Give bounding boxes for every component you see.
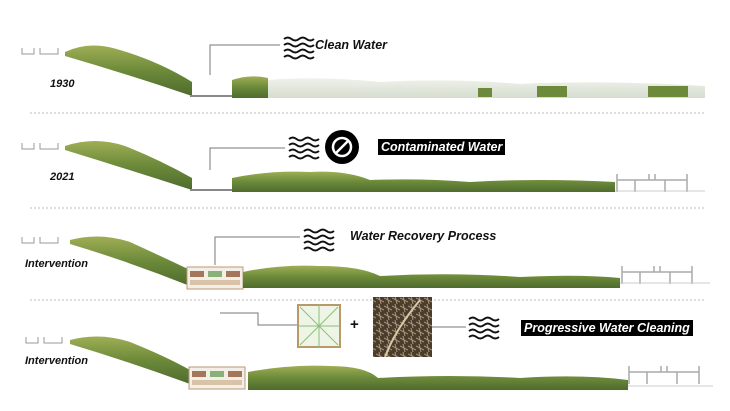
- section-1930: [21, 36, 705, 98]
- year-label: 1930: [50, 78, 75, 90]
- water-waves-icon: [303, 228, 335, 252]
- caption-contaminated-water: Contaminated Water: [378, 139, 506, 155]
- leader-line: [209, 44, 280, 75]
- bridge: [628, 365, 700, 385]
- stage-label: Intervention: [25, 355, 88, 367]
- year-label: 2021: [50, 171, 75, 183]
- water-waves-icon: [468, 316, 500, 340]
- caption-clean-water: Clean Water: [315, 38, 388, 52]
- stage-label: Intervention: [25, 258, 88, 270]
- water-waves-icon: [288, 136, 320, 160]
- wetland-building: [188, 366, 246, 390]
- section-intervention-1: [21, 228, 710, 290]
- prohibited-icon: [325, 130, 359, 164]
- wetland-module-icon: [297, 304, 341, 348]
- caption-progressive-cleaning: Progressive Water Cleaning: [521, 320, 693, 336]
- root-system-photo: [373, 297, 432, 357]
- hillside-vegetation: [65, 45, 192, 96]
- section-2021: [21, 130, 705, 193]
- water-waves-icon: [283, 36, 315, 60]
- bridge: [616, 173, 688, 193]
- wetland-building: [186, 266, 244, 290]
- plus-sign: +: [350, 316, 359, 333]
- bridge: [621, 265, 693, 285]
- section-intervention-2: [25, 297, 713, 390]
- caption-water-recovery: Water Recovery Process: [350, 229, 497, 243]
